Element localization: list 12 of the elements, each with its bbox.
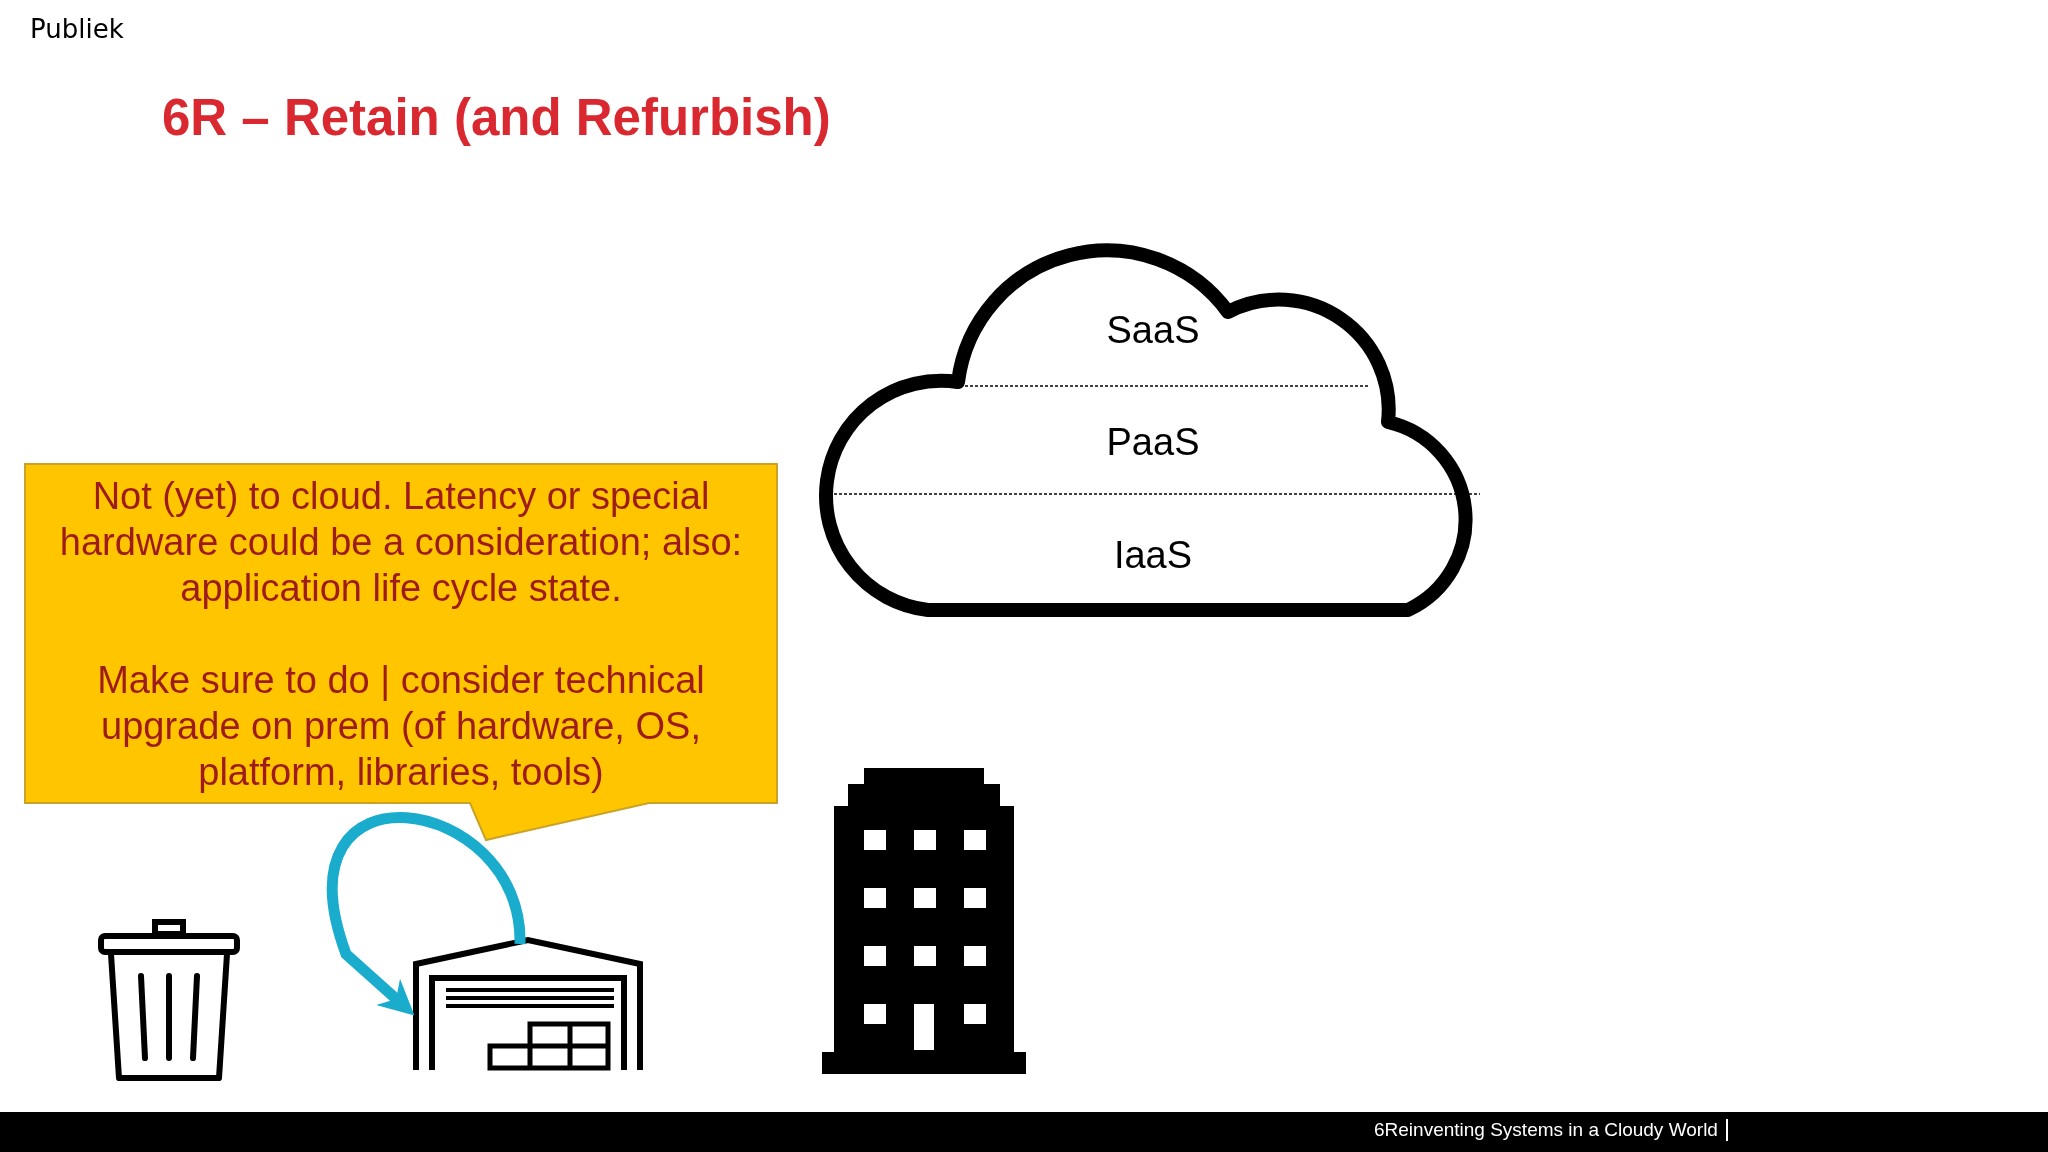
callout-box xyxy=(24,463,778,841)
callout-text: Make sure to do | consider technical upgrade on prem (of hardware, OS, platform, libraries, tools) xyxy=(96,658,706,795)
footer-text: 6Reinventing Systems in a Cloudy World xyxy=(1374,1119,1728,1141)
layer-label: SaaS xyxy=(1105,308,1201,352)
callout-text: Not (yet) to cloud. Latency or special hardware could be a consideration; also: application life cycle state. xyxy=(58,474,744,611)
office-building-icon xyxy=(822,768,1026,1074)
layer-label: IaaS xyxy=(1112,533,1194,577)
curved-arrow xyxy=(328,812,526,1016)
layer-label: PaaS xyxy=(1105,420,1201,464)
classification-label: Publiek xyxy=(30,14,124,44)
warehouse-icon xyxy=(412,938,644,1072)
slide-title: 6R – Retain (and Refurbish) xyxy=(162,88,831,147)
